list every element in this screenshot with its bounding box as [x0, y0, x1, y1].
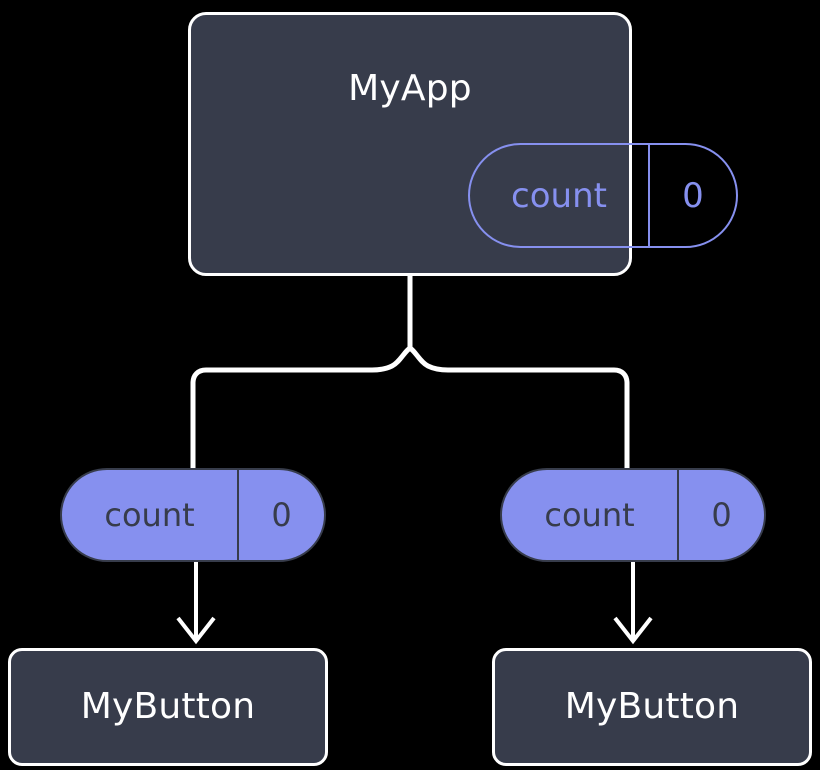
state-pill-root[interactable]: count 0 [468, 143, 738, 248]
state-pill-branch-right[interactable]: count 0 [500, 468, 766, 562]
component-label-myapp: MyApp [348, 68, 472, 109]
state-key-label: count [104, 496, 195, 534]
state-value-label: 0 [677, 470, 764, 560]
edge-fork-left [190, 345, 413, 473]
component-node-mybutton-left[interactable]: MyButton [8, 648, 328, 766]
state-pill-branch-left[interactable]: count 0 [60, 468, 326, 562]
state-key-label: count [544, 496, 635, 534]
state-value-label: 0 [237, 470, 324, 560]
state-key-label: count [511, 175, 607, 216]
edge-arrow-left-head [176, 616, 216, 645]
component-label-mybutton: MyButton [80, 686, 256, 727]
component-node-mybutton-right[interactable]: MyButton [492, 648, 812, 766]
component-node-myapp[interactable]: MyApp count 0 [188, 12, 738, 276]
edge-arrow-right-head [613, 616, 653, 645]
component-label-mybutton: MyButton [564, 686, 740, 727]
edge-fork-right [407, 345, 630, 473]
state-value-label: 0 [648, 145, 736, 246]
